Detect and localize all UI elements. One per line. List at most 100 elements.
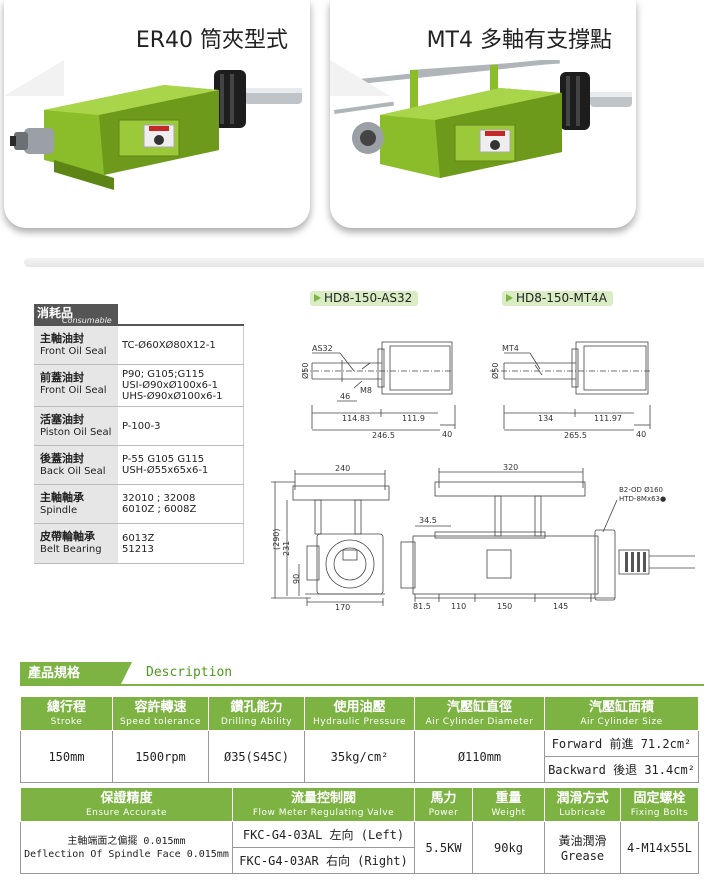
row-label-zh: 後蓋油封 [40,452,84,465]
accuracy-en: Deflection Of Spindle Face 0.015mm [24,848,229,860]
row-label-zh: 活塞油封 [40,413,84,426]
dim-110: 110 [451,602,466,610]
row-label-zh: 前蓋油封 [40,371,84,384]
dim-40: 40 [442,430,452,439]
description-header: 產品規格 Description [20,662,704,686]
dim-134: 134 [538,414,553,423]
dim-246: 246.5 [372,431,395,440]
consumable-title: 消耗品 [37,306,74,320]
row-value: USH-Ø55x65x6-1 [122,465,209,476]
dim-114: 114.83 [342,414,370,423]
model-tag-as32: HD8-150-AS32 [310,291,419,306]
row-value: 6013Z [122,532,155,544]
dim-240: 240 [335,464,350,473]
dim-m8: M8 [360,386,372,395]
row-label-en: Back Oil Seal [40,466,106,477]
dim-34-5: 34.5 [419,516,437,525]
value-bolts: 4-M14x55L [620,821,699,874]
drawing-front-view: 240 (290) 231 90 170 [271,464,390,610]
row-value: P-100-3 [122,420,161,432]
dim-265: 265.5 [564,431,587,440]
row-value: 51213 [122,543,154,555]
drawing-side-view: 320 34.5 81.5 110 150 145 B2-OD Ø160 HTD… [400,463,695,610]
value-stroke: 150mm [20,730,113,783]
lube-en: Grease [560,849,605,863]
row-label-en: Piston Oil Seal [40,427,112,438]
value-diameter: Ø110mm [414,730,545,783]
row-label-zh: 主軸軸承 [40,491,84,504]
description-underline [20,684,704,686]
row-label-en: Front Oil Seal [40,385,107,396]
dim-231: 231 [282,541,291,556]
lube-zh: 黃油潤滑 [558,834,607,848]
dim-320: 320 [503,463,518,472]
dim-46: 46 [340,392,350,401]
dim-dia: Ø50 [302,363,310,379]
drawing-mt4: MT4 Ø50 134 111.97 265.5 40 [490,341,651,440]
row-value: P90; G105;G115 [122,369,205,380]
er40-photo-card: ER40 筒夾型式 [4,0,310,228]
dim-81-5: 81.5 [413,602,431,610]
value-forward: Forward 前進 71.2cm² [544,730,699,757]
value-accuracy: 主軸端面之偏擺 0.015mm Deflection Of Spindle Fa… [20,821,233,874]
value-lubricate: 黃油潤滑 Grease [544,821,621,874]
dim-40: 40 [636,430,646,439]
value-power: 5.5KW [414,821,473,874]
dim-dia: Ø50 [490,363,500,379]
card-title-mt4: MT4 多軸有支撐點 [426,28,612,53]
row-value: 32010 ; 32008 [122,493,196,504]
value-pressure: 35kg/cm² [304,730,415,783]
dim-90: 90 [292,574,301,584]
row-value: TC-Ø60XØ80X12-1 [122,339,216,351]
description-subtitle: Description [146,665,233,680]
row-value: 6010Z ; 6008Z [122,504,197,515]
row-label-en: Front Oil Seal [40,346,107,357]
row-label-en: Spindle [40,505,78,516]
pulley-spec-2: HTD-8Mx63● [619,495,666,503]
row-value: USI-Ø90xØ100x6-1 [122,380,218,391]
description-title: 產品規格 [20,662,132,686]
accuracy-zh: 主軸端面之偏擺 0.015mm [67,835,186,847]
dim-290: (290) [272,528,281,550]
dim-label-mt4: MT4 [502,344,519,353]
row-label-en: Belt Bearing [40,544,102,555]
row-label-zh: 主軸油封 [40,332,84,345]
dim-label-as32: AS32 [312,344,333,353]
model-tag-mt4a: HD8-150-MT4A [502,291,613,306]
value-drilling: Ø35(S45C) [208,730,305,783]
row-value: UHS-Ø90xØ100x6-1 [122,391,223,402]
pulley-spec-1: B2-OD Ø160 [619,486,663,494]
divider-strip [24,258,704,267]
mt4-photo-card: MT4 多軸有支撐點 [330,0,636,228]
value-speed: 1500rpm [112,730,209,783]
consumable-subtitle: Consumable [62,316,112,325]
dim-111: 111.9 [402,414,425,423]
row-label-zh: 皮帶輪軸承 [40,530,95,543]
value-valve-right: FKC-G4-03AR 右向 (Right) [232,847,415,874]
value-valve-left: FKC-G4-03AL 左向 (Left) [232,821,415,848]
dim-111-97: 111.97 [594,414,622,423]
dim-150: 150 [497,602,512,610]
er40-machine-image [10,70,302,190]
value-backward: Backward 後退 31.4cm² [544,756,699,783]
card-title-er40: ER40 筒夾型式 [135,28,288,53]
